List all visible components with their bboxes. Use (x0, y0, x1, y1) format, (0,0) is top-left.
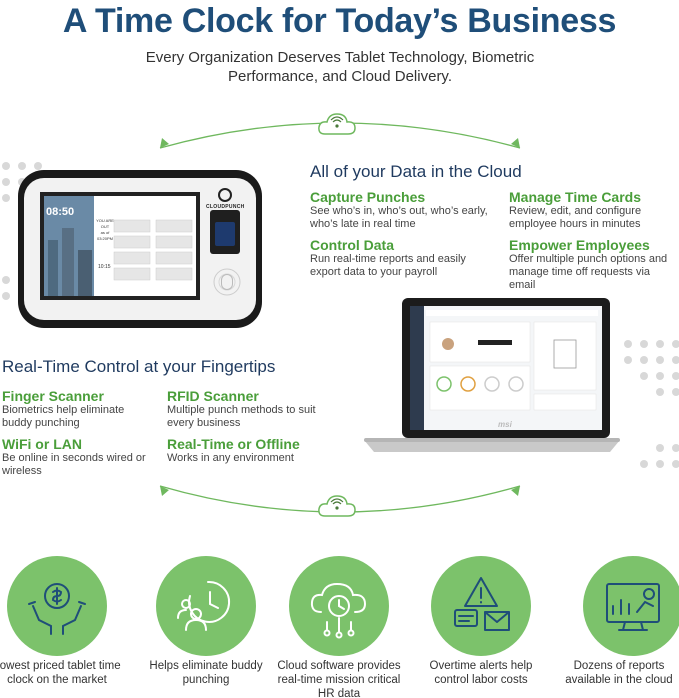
alert-mail-icon (454, 577, 510, 631)
feature-rfid-scanner: RFID Scanner Multiple punch methods to s… (167, 388, 316, 429)
feature-finger-scanner: Finger Scanner Biometrics help eliminate… (2, 388, 125, 429)
laptop-dashboard: msi (364, 296, 620, 454)
device-brand: CLOUDPUNCH (206, 204, 245, 210)
benefit-caption-reports: Dozens of reports available in the cloud (565, 660, 673, 686)
benefit-circle-price (7, 556, 107, 656)
benefit-circle-cloud (289, 556, 389, 656)
benefit-caption-cloud: Cloud software provides real-time missio… (277, 660, 401, 698)
benefit-circle-reports (583, 556, 679, 656)
money-hands-icon (28, 583, 86, 635)
time-clock-device: CLOUDPUNCH 08:50 YOU ARE OUT as of 03:20… (18, 170, 262, 328)
feature-empower-employees: Empower Employees Offer multiple punch o… (509, 237, 668, 291)
dot-pattern-right (624, 340, 679, 468)
feature-manage-time-cards: Manage Time Cards Review, edit, and conf… (509, 189, 642, 230)
cloud-section-title: All of your Data in the Cloud (310, 162, 522, 181)
report-chart-icon (606, 583, 660, 631)
cloud-wifi-icon (318, 113, 356, 135)
cloud-wifi-icon-bottom (318, 495, 356, 517)
clock-people-icon (177, 580, 231, 631)
laptop-brand: msi (498, 420, 512, 429)
benefit-caption-buddy: Helps eliminate buddy punching (149, 660, 263, 686)
device-time: 08:50 (46, 206, 75, 218)
feature-wifi-lan: WiFi or LAN Be online in seconds wired o… (2, 436, 146, 477)
page-subtitle: Every Organization Deserves Tablet Techn… (145, 49, 535, 85)
device-clock: 10:15 (98, 264, 111, 270)
benefit-circle-overtime (431, 556, 531, 656)
feature-control-data: Control Data Run real-time reports and e… (310, 237, 466, 278)
benefit-caption-overtime: Overtime alerts help control labor costs (429, 660, 533, 686)
benefit-circle-buddy (156, 556, 256, 656)
feature-capture-punches: Capture Punches See who’s in, who’s out,… (310, 189, 488, 230)
feature-realtime-offline: Real-Time or Offline Works in any enviro… (167, 436, 300, 464)
fingerprint-icon (221, 274, 233, 290)
benefit-caption-price: Lowest priced tablet time clock on the m… (0, 660, 121, 686)
control-section-title: Real-Time Control at your Fingertips (2, 357, 276, 376)
device-logo-icon (218, 188, 232, 202)
page-title: A Time Clock for Today’s Business (62, 2, 617, 40)
cloud-clock-icon (310, 582, 367, 639)
device-status: YOU ARE OUT as of 03:20PM (96, 218, 114, 241)
